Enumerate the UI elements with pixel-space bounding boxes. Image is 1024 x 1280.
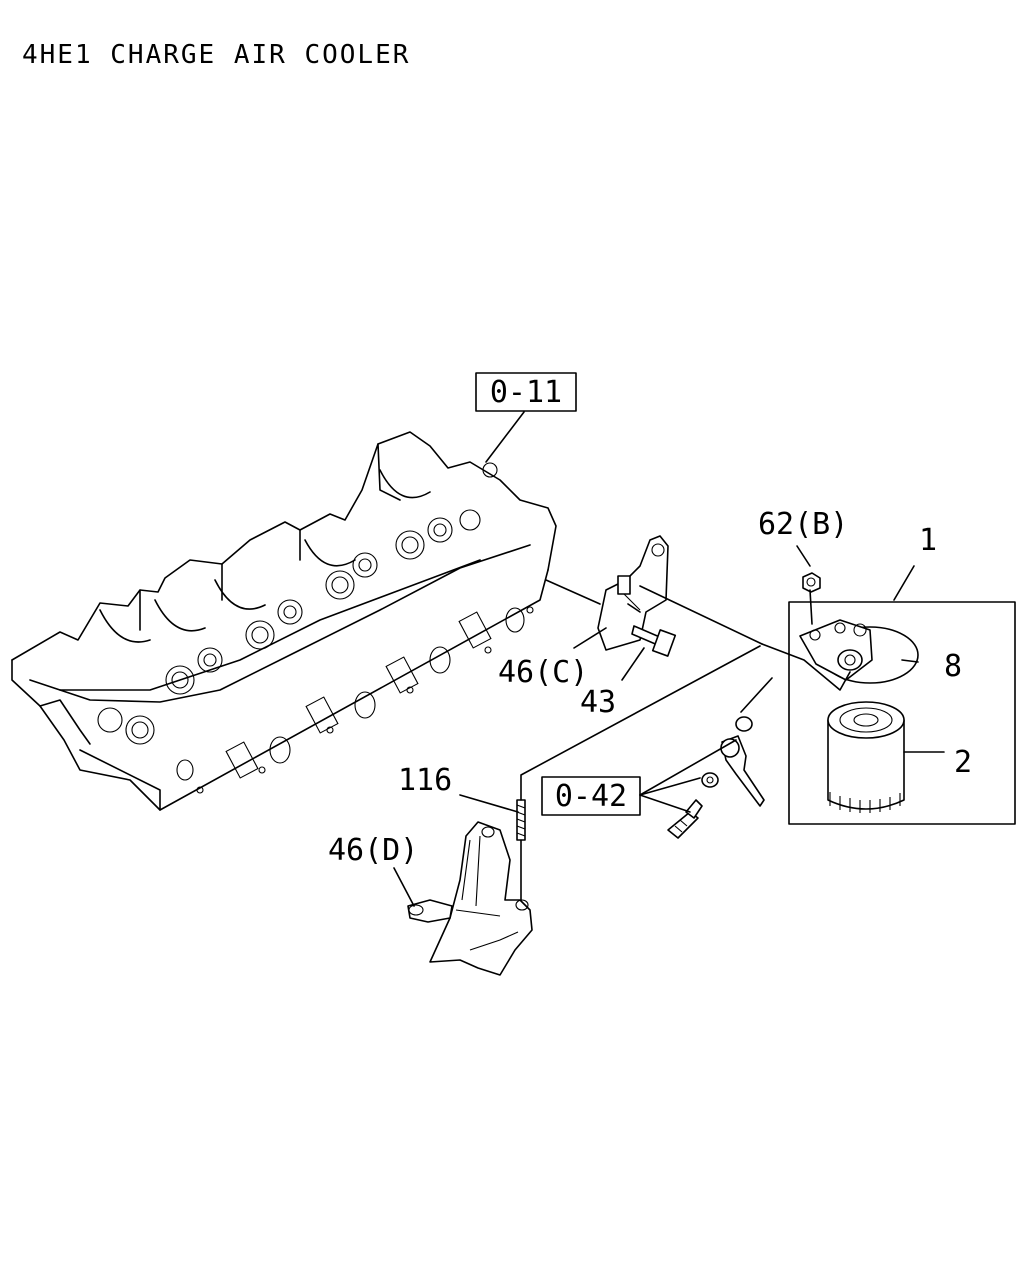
callout-46c: 46(C) bbox=[498, 655, 588, 690]
ref-box-0-42 bbox=[541, 776, 641, 816]
ref-label-0-11[interactable]: 0-11 bbox=[490, 375, 562, 410]
bracket-46d-drawing bbox=[407, 821, 533, 976]
assembly-1-box bbox=[788, 601, 1016, 825]
oil-filter-2-drawing bbox=[827, 701, 905, 813]
filter-head-8-drawing bbox=[799, 619, 919, 684]
ref-box-0-11 bbox=[475, 372, 577, 412]
leader-lines bbox=[393, 411, 945, 907]
callout-1: 1 bbox=[919, 523, 937, 558]
bolt-43-drawing bbox=[631, 625, 677, 657]
ref-label-0-42[interactable]: 0-42 bbox=[555, 779, 627, 814]
stud-116-drawing bbox=[516, 799, 526, 841]
callout-8: 8 bbox=[944, 649, 962, 684]
callout-46d: 46(D) bbox=[328, 833, 418, 868]
union-bolt-drawing bbox=[667, 799, 703, 839]
callout-116: 116 bbox=[398, 763, 452, 798]
callout-2: 2 bbox=[954, 745, 972, 780]
callout-43: 43 bbox=[580, 685, 616, 720]
bracket-46c-drawing bbox=[597, 535, 669, 651]
nut-62b-drawing bbox=[802, 572, 821, 593]
callout-62b: 62(B) bbox=[758, 507, 848, 542]
oil-pipe-drawing bbox=[701, 716, 765, 807]
diagram-title: 4HE1 CHARGE AIR COOLER bbox=[22, 40, 410, 70]
cylinder-head-drawing bbox=[11, 431, 557, 811]
